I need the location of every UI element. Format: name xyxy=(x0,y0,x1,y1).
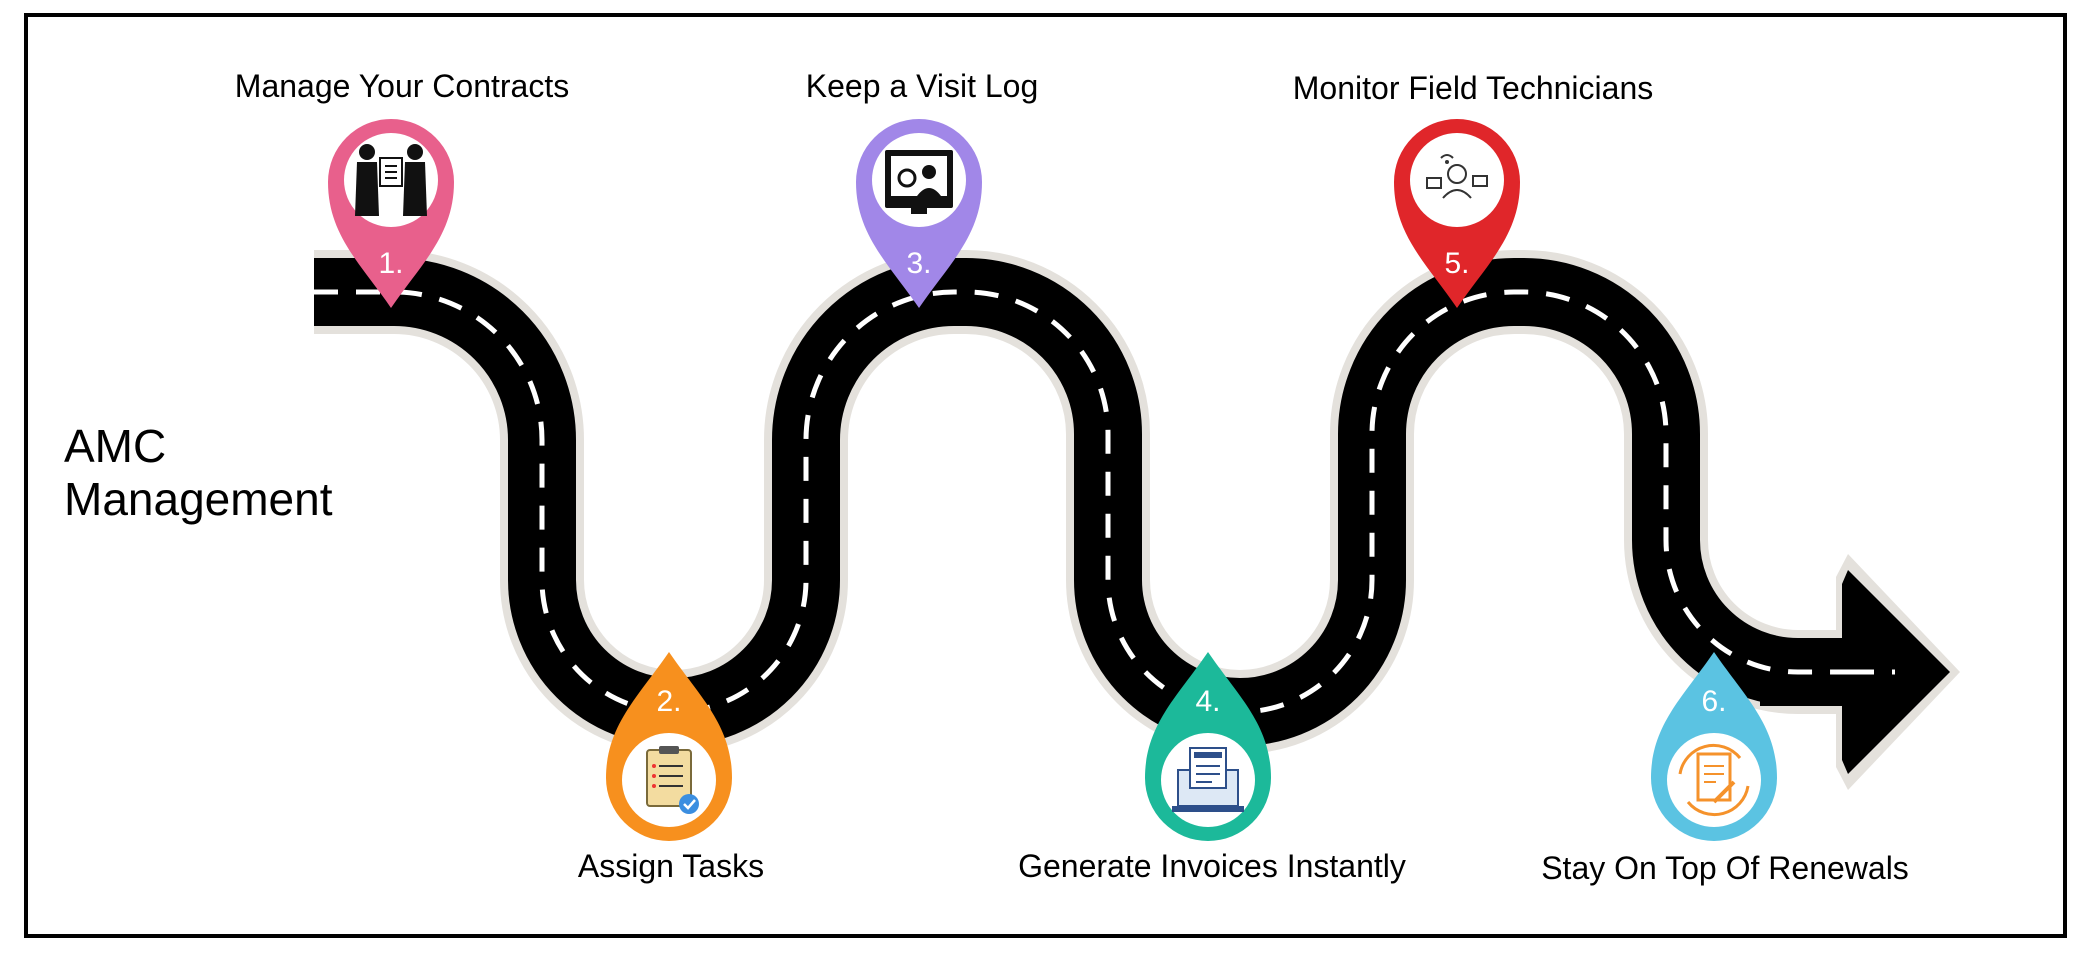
step-4-pin: 4. xyxy=(1145,652,1271,841)
invoice-laptop-icon xyxy=(1172,747,1244,812)
diagram-frame xyxy=(24,13,2067,938)
step-6-pin: 6. xyxy=(1651,652,1777,841)
step-3-number: 3. xyxy=(906,247,931,280)
step-3-pin: 3. xyxy=(856,119,982,308)
step-1-pin: 1. xyxy=(328,119,454,308)
road xyxy=(314,292,1950,774)
step-4-number: 4. xyxy=(1195,685,1220,718)
step-4-label: Generate Invoices Instantly xyxy=(1018,848,1406,884)
step-3-label: Keep a Visit Log xyxy=(805,68,1039,104)
title-line-2: Management xyxy=(64,473,333,525)
step-5-pin: 5. xyxy=(1394,119,1520,308)
step-2-label: Assign Tasks xyxy=(577,848,765,884)
step-5-number: 5. xyxy=(1444,247,1469,280)
lane-markings xyxy=(314,292,1895,712)
step-1-number: 1. xyxy=(378,247,403,280)
technician-computer-icon xyxy=(885,150,953,214)
step-2-pin: 2. xyxy=(606,652,732,841)
renewal-document-icon xyxy=(1678,743,1750,817)
diagram-title: AMC Management xyxy=(64,420,333,526)
step-2-number: 2. xyxy=(656,685,681,718)
handshake-contract-icon xyxy=(355,144,427,216)
field-technician-monitor-icon xyxy=(1426,154,1488,199)
step-6-label: Stay On Top Of Renewals xyxy=(1541,850,1909,886)
step-6-number: 6. xyxy=(1701,685,1726,718)
task-checklist-icon xyxy=(646,746,699,814)
step-5-label: Monitor Field Technicians xyxy=(1292,70,1654,106)
title-line-1: AMC xyxy=(64,420,167,472)
step-1-label: Manage Your Contracts xyxy=(234,68,570,104)
